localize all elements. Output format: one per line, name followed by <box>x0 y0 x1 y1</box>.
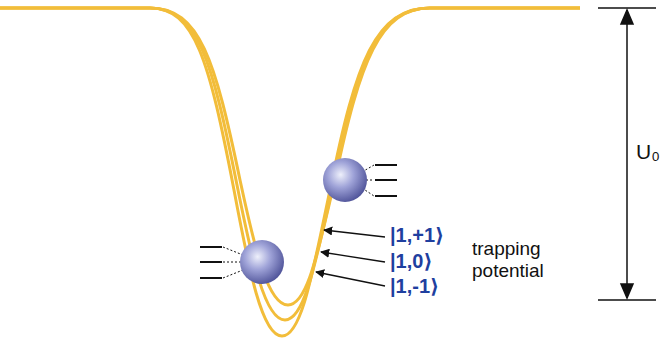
atom-right <box>323 158 397 202</box>
state-label: |1,0⟩ <box>390 250 433 273</box>
leader-arrows <box>316 230 385 286</box>
state-label: |1,-1⟩ <box>390 275 439 298</box>
potential-curves <box>0 8 580 336</box>
depth-symbol: U₀ <box>636 140 660 164</box>
atom-left <box>200 240 284 284</box>
curve-caption: trapping potential <box>472 238 560 282</box>
state-label: |1,+1⟩ <box>390 224 444 247</box>
